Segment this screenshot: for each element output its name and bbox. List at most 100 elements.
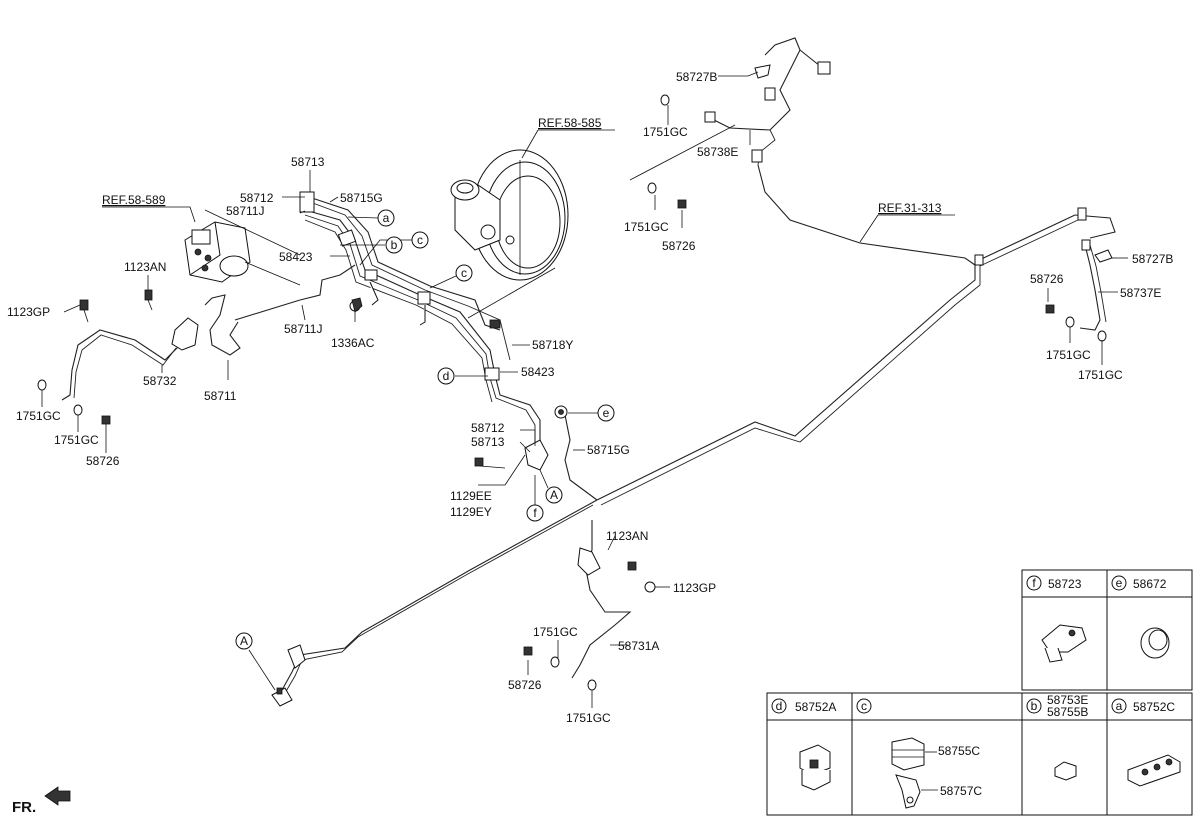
label-58732: 58732 — [143, 374, 177, 388]
marker-A-2: A — [235, 632, 253, 650]
front-hose-left-parallel — [73, 334, 177, 399]
legend-table: f 58723 e 58672 d 58752A — [766, 569, 1193, 816]
label-1123AN-left: 1123AN — [124, 260, 166, 274]
label-58727B-top: 58727B — [676, 70, 717, 84]
label-58713-mid: 58713 — [471, 435, 505, 449]
marker-e: e — [597, 404, 615, 422]
front-left-pipe — [281, 499, 598, 691]
legend-part-58753E: 58753E — [1047, 693, 1088, 707]
label-58726-left: 58726 — [86, 454, 120, 468]
svg-text:c: c — [461, 266, 467, 280]
svg-text:d: d — [776, 699, 783, 713]
svg-text:b: b — [391, 238, 398, 252]
label-1123GP-left: 1123GP — [7, 305, 50, 319]
label-58737E: 58737E — [1120, 286, 1161, 300]
svg-text:a: a — [1116, 699, 1123, 713]
rear-hose-center — [571, 520, 632, 679]
label-58726-right: 58726 — [1030, 272, 1064, 286]
bolts-and-washers — [37, 94, 1107, 695]
rear-pipe — [596, 214, 1076, 501]
marker-A-1: A — [545, 486, 563, 504]
label-58712-top: 58712 — [240, 191, 274, 205]
upper-rear-hose — [709, 37, 801, 131]
grommet-58672-icon — [1140, 627, 1170, 659]
marker-f: f — [526, 504, 544, 522]
front-hose-left — [61, 329, 181, 401]
legend-part-58752C: 58752C — [1133, 700, 1175, 714]
abs-link-pipe — [234, 299, 301, 321]
label-1129EY: 1129EY — [450, 505, 492, 519]
legend-cell-c: c 58755C 58757C — [856, 698, 982, 809]
label-1751GC-l1: 1751GC — [16, 409, 61, 423]
clip-58753E-icon — [1054, 761, 1077, 781]
legend-part-58672: 58672 — [1133, 577, 1167, 591]
part-labels: REF.58-589 REF.58-585 REF.31-313 58713 5… — [7, 70, 1173, 725]
rear-pipe-parallel — [600, 219, 1079, 506]
label-1123GP-center: 1123GP — [673, 581, 716, 595]
label-1751GC-t2: 1751GC — [624, 220, 669, 234]
svg-text:c: c — [417, 233, 423, 247]
label-1336AC: 1336AC — [331, 336, 375, 350]
marker-b: b — [385, 236, 403, 254]
svg-text:A: A — [240, 634, 248, 648]
legend-part-58752A: 58752A — [795, 700, 836, 714]
label-58738E: 58738E — [697, 145, 738, 159]
label-1751GC-r1: 1751GC — [1046, 348, 1091, 362]
upper-rear-pipe — [757, 164, 976, 266]
rear-hose-right-parallel — [1089, 244, 1107, 323]
svg-text:f: f — [1032, 576, 1036, 590]
pipe-58715G — [564, 414, 598, 501]
label-58423-mid: 58423 — [521, 365, 555, 379]
label-58726-top: 58726 — [662, 239, 696, 253]
abs-unit — [184, 221, 251, 283]
svg-text:e: e — [603, 406, 610, 420]
marker-c-1: c — [411, 231, 429, 249]
svg-text:f: f — [533, 506, 537, 520]
clip-58752A-icon — [799, 744, 831, 791]
clip-58723-icon — [1041, 624, 1087, 663]
legend-sub-58757C: 58757C — [940, 784, 982, 798]
label-58711J-top: 58711J — [226, 204, 264, 218]
clip-58755C-icon — [891, 737, 925, 771]
label-58731A: 58731A — [618, 639, 659, 653]
marker-a: a — [377, 209, 395, 227]
label-58718Y: 58718Y — [532, 338, 573, 352]
label-1751GC-l2: 1751GC — [54, 433, 99, 447]
label-58727B-right: 58727B — [1132, 252, 1173, 266]
legend-cell-e: e 58672 — [1111, 575, 1170, 659]
marker-c-2: c — [455, 264, 473, 282]
label-58715G-top: 58715G — [340, 191, 383, 205]
clip-58752C-icon — [1127, 754, 1181, 787]
label-ref-58-589: REF.58-589 — [102, 193, 166, 207]
brake-pipes — [61, 37, 1116, 694]
front-arrow-icon — [44, 786, 71, 806]
label-1751GC-r2: 1751GC — [1078, 368, 1123, 382]
label-1751GC-t1: 1751GC — [643, 125, 688, 139]
svg-text:e: e — [1116, 576, 1123, 590]
label-1751GC-c1: 1751GC — [533, 625, 578, 639]
svg-text:b: b — [1031, 699, 1038, 713]
label-58711: 58711 — [204, 389, 237, 403]
pipe-58711 — [204, 294, 241, 356]
rear-pipe-end — [1074, 214, 1116, 239]
front-direction-indicator: FR. — [12, 786, 71, 816]
label-58712-mid: 58712 — [471, 421, 505, 435]
label-58423-top: 58423 — [279, 250, 313, 264]
legend-part-58723: 58723 — [1048, 577, 1082, 591]
marker-d: d — [437, 367, 455, 385]
legend-sub-58755C: 58755C — [938, 744, 980, 758]
front-direction-label: FR. — [12, 799, 36, 816]
bracket-58757C-icon — [895, 774, 921, 809]
abs-bracket — [171, 317, 199, 351]
svg-text:a: a — [383, 211, 390, 225]
label-1123AN-center: 1123AN — [606, 529, 648, 543]
legend-cell-b: b 58753E 58755B — [1026, 693, 1088, 781]
legend-part-58755B: 58755B — [1047, 705, 1088, 719]
legend-cell-d: d 58752A — [771, 698, 836, 791]
pipe-clips — [271, 61, 1113, 707]
leader-lines — [41, 71, 1128, 708]
label-ref-58-585: REF.58-585 — [538, 116, 602, 130]
label-1751GC-c2: 1751GC — [566, 711, 611, 725]
label-58726-center: 58726 — [508, 678, 542, 692]
